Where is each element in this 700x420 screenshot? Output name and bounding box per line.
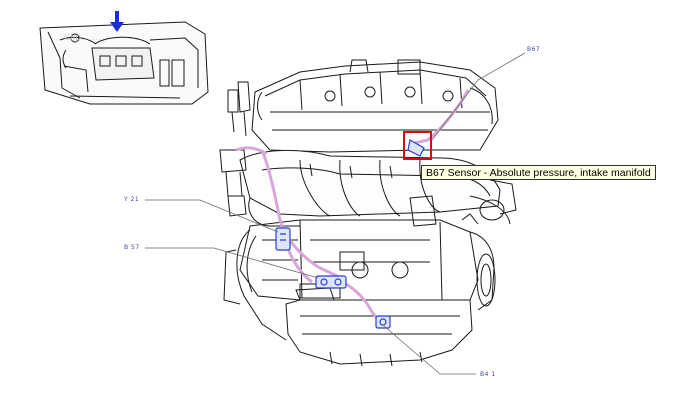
leader-lines (145, 52, 526, 375)
callout-b41-label: B4 1 (480, 371, 496, 378)
component-b67-sensor (407, 139, 425, 157)
watermark-text: Clip....... (64, 33, 102, 43)
callout-y21-label: Y 21 (124, 196, 140, 203)
component-tooltip: B67 Sensor - Absolute pressure, intake m… (421, 165, 656, 180)
down-arrow-icon (110, 11, 124, 32)
component-b57-sensor (315, 275, 347, 289)
b67-highlight-box (403, 131, 432, 160)
engine-locator-inset (39, 21, 209, 105)
component-b41-sensor (375, 315, 391, 329)
callout-b67-label: B67 (527, 46, 541, 53)
engine-line-art (219, 59, 517, 367)
callout-b57-label: B 57 (124, 244, 140, 251)
component-y21-valve (275, 227, 291, 251)
